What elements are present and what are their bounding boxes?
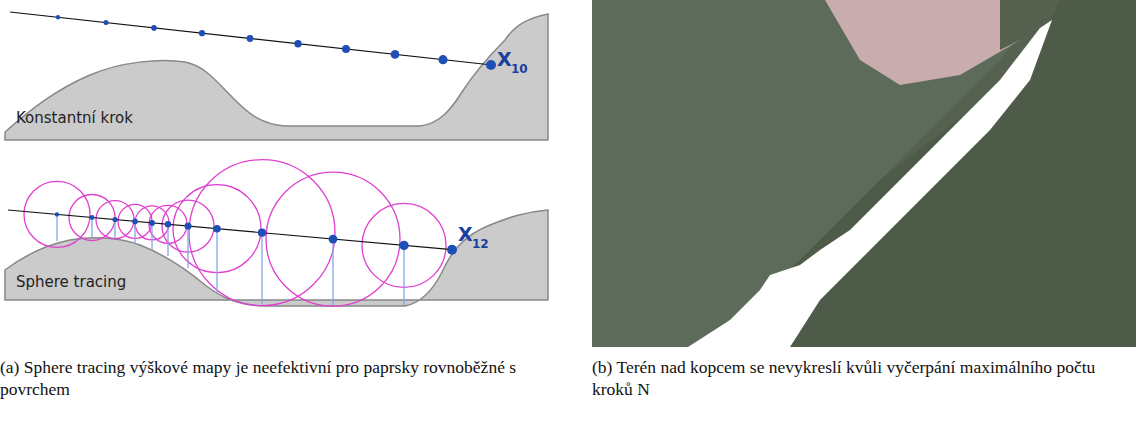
point-index: 12 xyxy=(472,237,489,251)
steps-bottom xyxy=(55,212,457,255)
subcaption: (a) Sphere tracing výškové mapy je neefe… xyxy=(0,356,552,400)
panel-label: Sphere tracing xyxy=(16,273,126,291)
distance-lines xyxy=(57,214,404,305)
terrain-render xyxy=(592,0,1136,347)
point-index: 10 xyxy=(511,62,528,76)
subcaption: (b) Terén nad kopcem se nevykreslí kvůli… xyxy=(592,356,1136,400)
point-label: X xyxy=(458,223,473,245)
ray-bottom xyxy=(8,210,452,250)
panel-label: Konstantní krok xyxy=(16,109,133,127)
point-label: X xyxy=(497,48,512,70)
terrain-top xyxy=(5,14,548,140)
steps-top xyxy=(56,15,496,70)
terrain-bottom xyxy=(5,210,548,306)
ray-top xyxy=(10,12,492,65)
